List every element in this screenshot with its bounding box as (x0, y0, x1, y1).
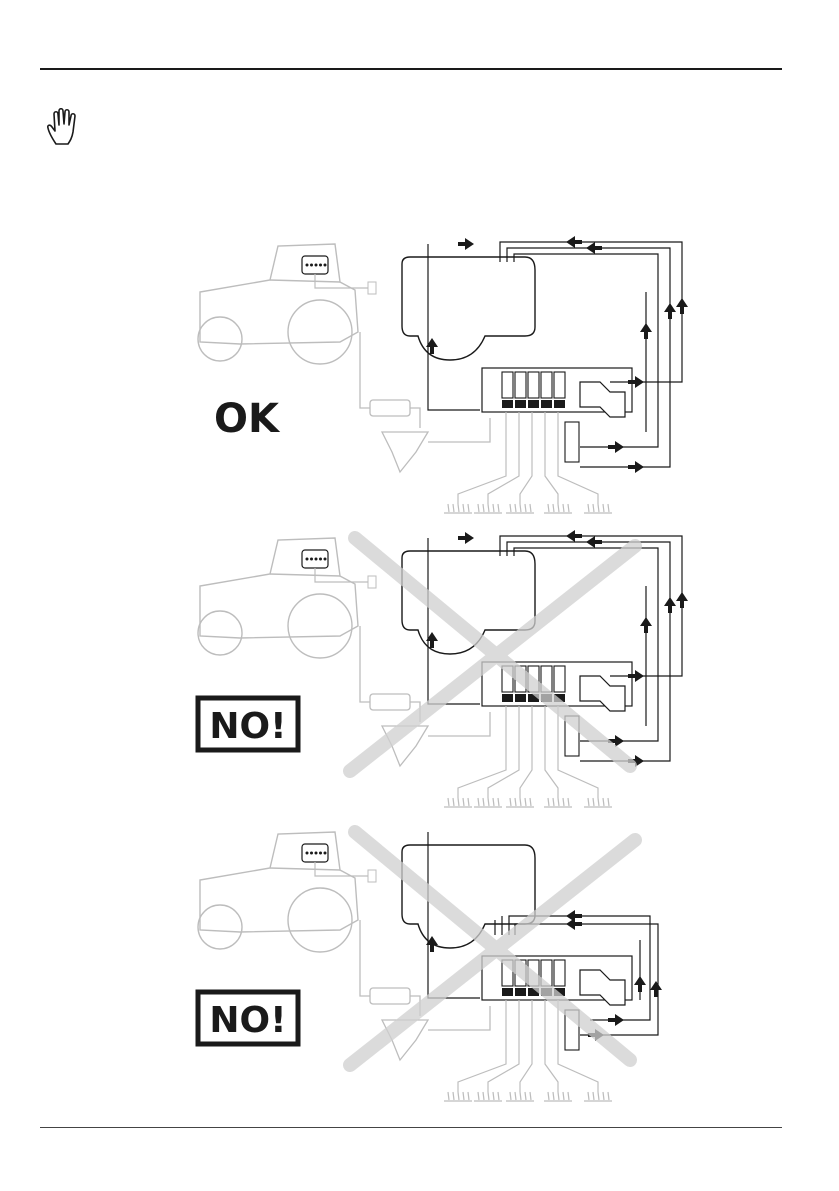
return-flow-arrow (586, 536, 602, 548)
sprayer-circuit-svg: OK (170, 232, 710, 522)
valve-actuator (502, 694, 513, 702)
verdict-label: NO! (209, 706, 286, 747)
tractor-outline (198, 538, 358, 658)
return-flow-arrow (628, 461, 644, 473)
section-valve (515, 372, 526, 398)
control-console (302, 550, 328, 568)
valve-actuator (528, 400, 539, 408)
return-flow-arrow (566, 236, 582, 248)
cable-connector (368, 576, 376, 588)
sprayer-circuit-svg: NO! (170, 820, 710, 1110)
sprayer-circuit-svg: NO! (170, 526, 710, 816)
supply-flow-arrow (458, 532, 474, 544)
return-flow-arrow (676, 298, 688, 314)
valve-actuator (515, 694, 526, 702)
cable-connector (368, 870, 376, 882)
return-flow-arrow (640, 323, 652, 339)
pump-assembly (360, 332, 490, 472)
return-flow-arrow (566, 918, 582, 930)
section-valve (554, 666, 565, 692)
valve-actuator (515, 400, 526, 408)
boom-sections (444, 412, 612, 513)
return-flow-arrow (628, 670, 644, 682)
valve-actuator (502, 400, 513, 408)
section-valve (502, 372, 513, 398)
supply-flow-arrow (458, 238, 474, 250)
return-flow-arrow (640, 617, 652, 633)
return-flow-arrow (634, 976, 646, 992)
return-flow-arrow (664, 597, 676, 613)
tractor-outline (198, 244, 358, 364)
pressure-valve (565, 422, 579, 462)
return-flow-arrow (650, 981, 662, 997)
cable-connector (368, 282, 376, 294)
return-flow-arrow (676, 592, 688, 608)
return-flow-arrow (608, 441, 624, 453)
hand-icon (46, 108, 82, 146)
crossed-out-mark (350, 538, 635, 771)
circuit-diagram-wrong-1: NO! (170, 526, 710, 816)
control-console (302, 256, 328, 274)
main-supply-line (428, 244, 480, 410)
circuit-diagram-ok: OK (170, 232, 710, 522)
section-valve (528, 372, 539, 398)
return-lines (500, 242, 682, 467)
return-flow-arrow (586, 242, 602, 254)
circuit-diagram-wrong-2: NO! (170, 820, 710, 1110)
valve-actuator (554, 400, 565, 408)
tractor-outline (198, 832, 358, 952)
return-flow-arrow (664, 303, 676, 319)
valve-actuator (515, 988, 526, 996)
verdict-label: NO! (209, 1000, 286, 1041)
return-flow-arrow (566, 530, 582, 542)
control-console (302, 844, 328, 862)
crossed-out-mark (350, 832, 635, 1065)
return-flow-arrow (608, 1014, 624, 1026)
valve-actuator (502, 988, 513, 996)
footer-rule (40, 1127, 782, 1128)
section-valve (541, 372, 552, 398)
verdict-label: OK (214, 396, 281, 442)
valve-actuator (541, 400, 552, 408)
section-valve (554, 960, 565, 986)
return-flow-arrow (628, 376, 644, 388)
sprayer-tank (402, 257, 535, 360)
section-valve (554, 372, 565, 398)
header-rule (40, 68, 782, 70)
